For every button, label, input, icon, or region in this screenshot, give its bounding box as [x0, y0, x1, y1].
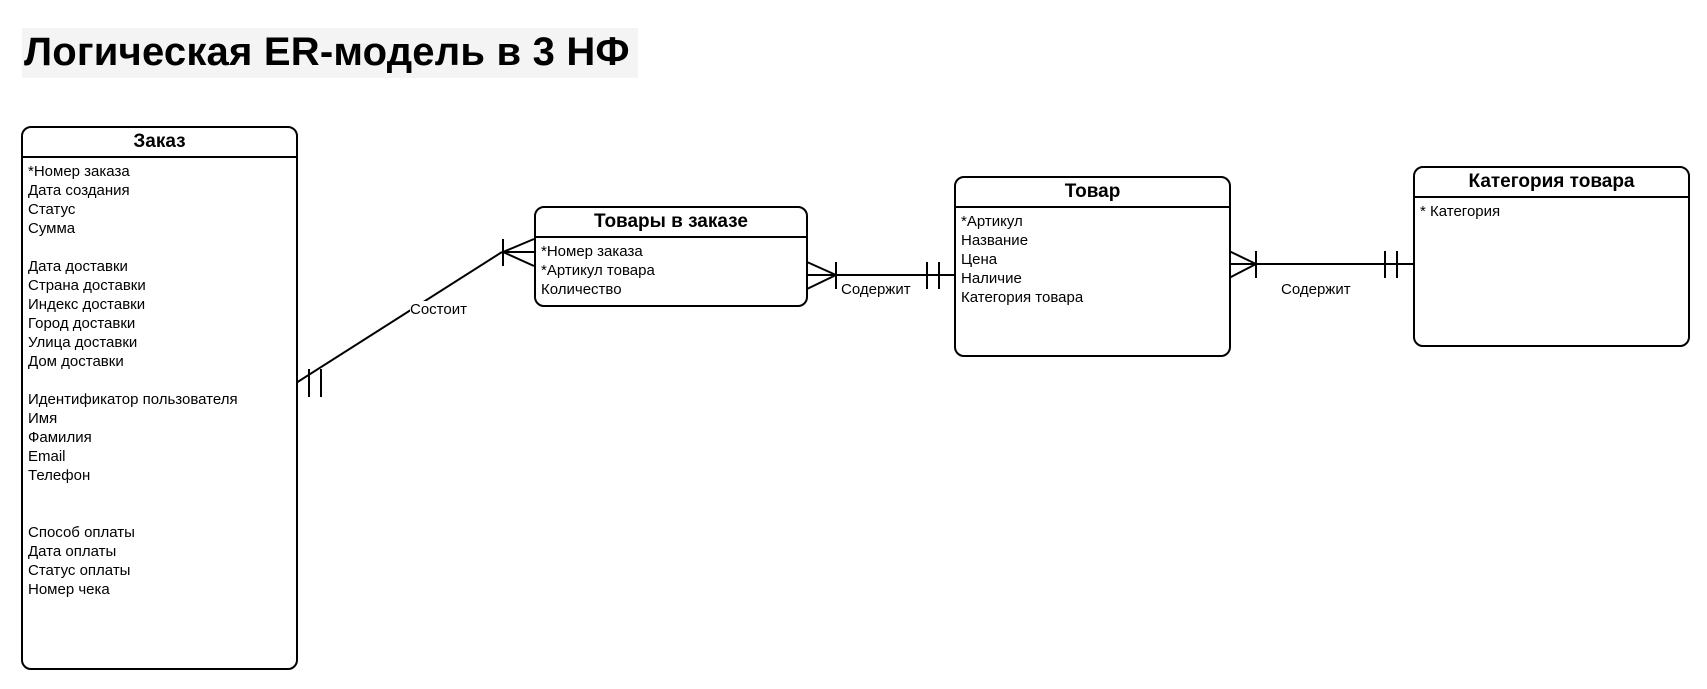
- one-or-many-marker: [1228, 250, 1257, 279]
- attribute: Email: [28, 448, 66, 465]
- relationship-order-items-line[interactable]: [272, 251, 534, 384]
- attribute: Телефон: [28, 467, 91, 484]
- attribute: Город доставки: [28, 315, 136, 332]
- entity-order-items-attributes: *Номер заказа *Артикул товара Количество: [536, 238, 806, 299]
- attribute: *Номер заказа: [541, 243, 643, 260]
- attribute: Наличие: [961, 270, 1022, 287]
- attribute: Номер чека: [28, 581, 110, 598]
- attribute: Улица доставки: [28, 334, 138, 351]
- one-and-only-one-marker: [308, 369, 322, 397]
- attribute: Дата оплаты: [28, 543, 117, 560]
- attribute: *Артикул: [961, 213, 1023, 230]
- entity-category-name: Категория товара: [1415, 168, 1688, 198]
- attribute: Дата доставки: [28, 258, 128, 275]
- one-or-many-marker: [502, 238, 535, 267]
- relationship-label-order-items: Состоит: [410, 301, 467, 319]
- attribute: Фамилия: [28, 429, 92, 446]
- entity-order-items-name: Товары в заказе: [536, 208, 806, 238]
- entity-product[interactable]: Товар *Артикул Название Цена Наличие Кат…: [954, 176, 1231, 357]
- attribute: Страна доставки: [28, 277, 146, 294]
- attribute: * Категория: [1420, 203, 1501, 220]
- attribute: Категория товара: [961, 289, 1084, 306]
- attribute-spacer: [28, 371, 296, 390]
- one-and-only-one-marker: [1384, 251, 1398, 278]
- attribute-spacer: [28, 504, 296, 523]
- attribute: Имя: [28, 410, 58, 427]
- attribute-spacer: [28, 238, 296, 257]
- attribute: Название: [961, 232, 1029, 249]
- attribute: *Артикул товара: [541, 262, 655, 279]
- entity-product-attributes: *Артикул Название Цена Наличие Категория…: [956, 208, 1229, 307]
- entity-order-attributes: *Номер заказа Дата создания Статус Сумма…: [23, 158, 296, 599]
- attribute: Сумма: [28, 220, 76, 237]
- entity-order[interactable]: Заказ *Номер заказа Дата создания Статус…: [21, 126, 298, 670]
- one-or-many-marker: [806, 261, 837, 290]
- entity-category-attributes: * Категория: [1415, 198, 1688, 221]
- page-title: Логическая ER-модель в 3 НФ: [22, 28, 638, 78]
- attribute: Статус оплаты: [28, 562, 131, 579]
- entity-order-name: Заказ: [23, 128, 296, 158]
- entity-product-name: Товар: [956, 178, 1229, 208]
- attribute: Способ оплаты: [28, 524, 135, 541]
- entity-category[interactable]: Категория товара * Категория: [1413, 166, 1690, 347]
- attribute: Количество: [541, 281, 622, 298]
- attribute-spacer: [28, 485, 296, 504]
- one-and-only-one-marker: [926, 262, 940, 289]
- attribute: Статус: [28, 201, 76, 218]
- attribute: *Номер заказа: [28, 163, 130, 180]
- attribute: Дом доставки: [28, 353, 124, 370]
- relationship-label-items-product: Содержит: [841, 281, 911, 299]
- attribute: Цена: [961, 251, 998, 268]
- attribute: Дата создания: [28, 182, 130, 199]
- attribute: Идентификатор пользователя: [28, 391, 238, 408]
- entity-order-items[interactable]: Товары в заказе *Номер заказа *Артикул т…: [534, 206, 808, 307]
- attribute: Индекс доставки: [28, 296, 146, 313]
- relationship-label-product-category: Содержит: [1281, 281, 1351, 299]
